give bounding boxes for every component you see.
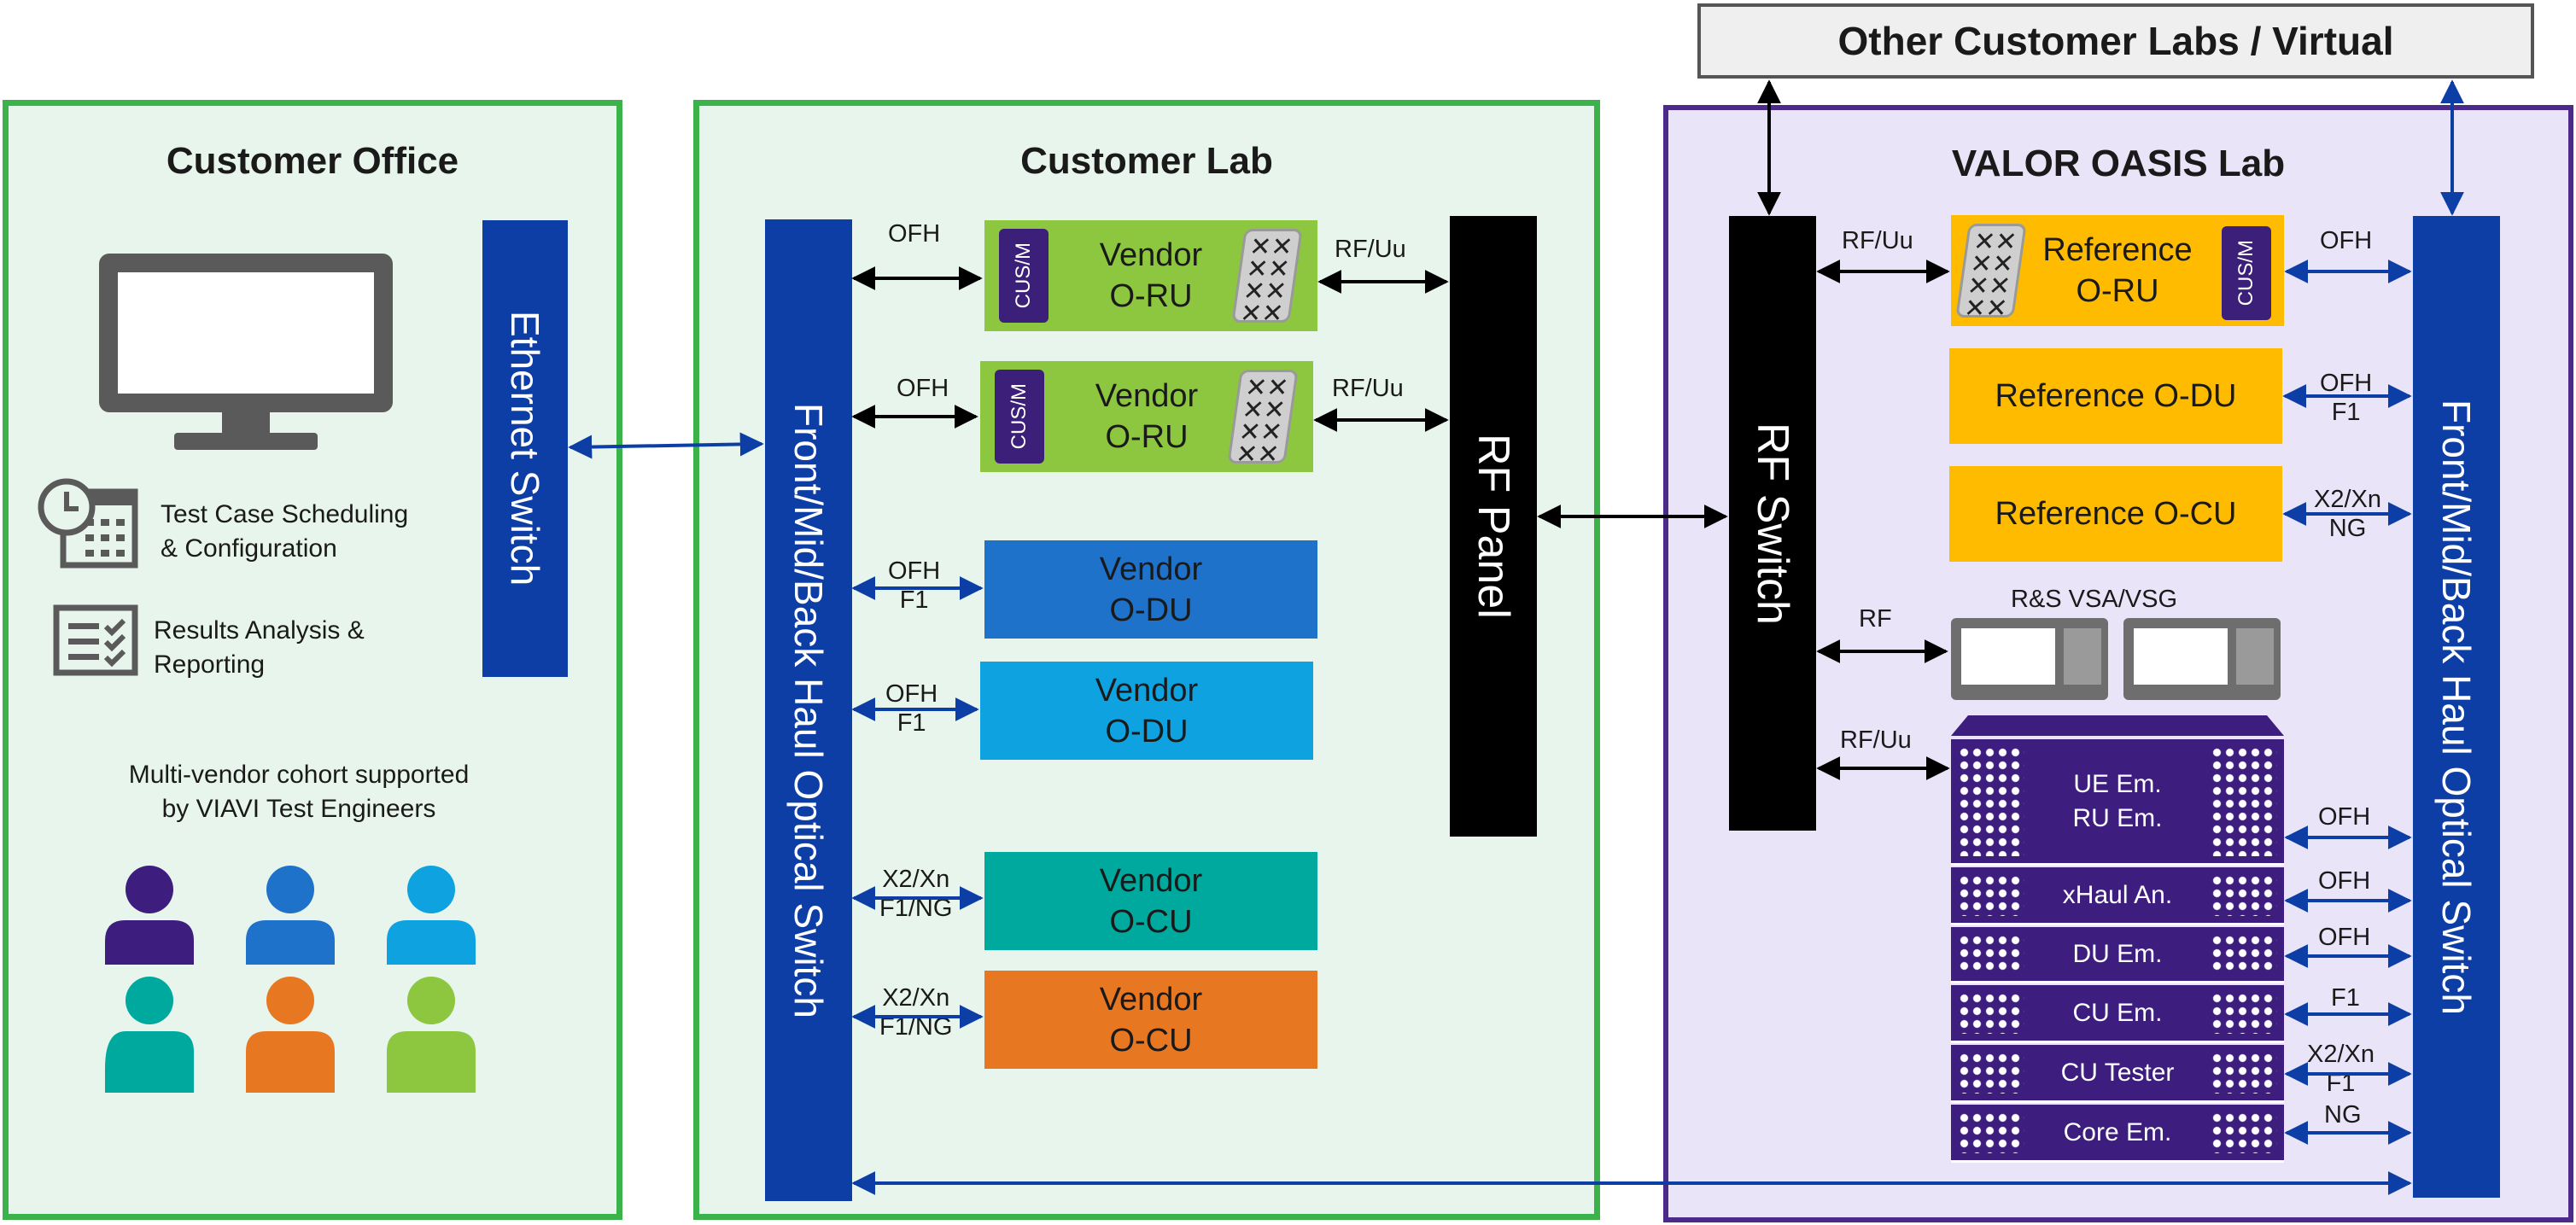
- link-label-rfuu: RF/Uu: [1840, 726, 1912, 754]
- vendor-ocu-1: Vendor O-CU: [984, 852, 1317, 950]
- vendor-oru-label: Vendor O-RU: [1099, 237, 1203, 314]
- cusm-badge: CUS/M: [995, 370, 1044, 464]
- feature-scheduling: Test Case Scheduling & Configuration: [161, 500, 409, 563]
- feature-results: Results Analysis & Reporting: [154, 616, 365, 679]
- rack-item-xhaul: xHaul An.: [1951, 867, 2284, 925]
- rf-panel: RF Panel: [1450, 216, 1537, 837]
- person-icon: [105, 866, 194, 965]
- person-icon: [246, 866, 335, 965]
- rack-item-label: Core Em.: [2063, 1117, 2172, 1146]
- rack-item-core-em: Core Em.: [1951, 1105, 2284, 1163]
- people-group: [98, 864, 499, 1094]
- reference-odu: Reference O-DU: [1949, 348, 2282, 444]
- ethernet-switch: Ethernet Switch: [482, 220, 568, 677]
- link-label-rfuu: RF/Uu: [1332, 375, 1404, 402]
- rf-switch: RF Switch: [1729, 216, 1816, 831]
- panel-title: Customer Lab: [1020, 140, 1273, 182]
- vendor-odu-1: Vendor O-DU: [984, 540, 1317, 639]
- monitor-icon: [96, 250, 396, 455]
- other-labs-box: Other Customer Labs / Virtual: [1697, 3, 2534, 79]
- link-label-rf: RF: [1859, 605, 1892, 633]
- rack-item-label: UE Em. RU Em.: [2072, 769, 2163, 832]
- link-label-ofh: OFH: [897, 375, 949, 402]
- rack-item-label: CU Em.: [2072, 998, 2163, 1027]
- link-label-rfuu: RF/Uu: [1842, 227, 1913, 254]
- oasis-optical-switch-label: Front/Mid/Back Haul Optical Switch: [2434, 399, 2479, 1015]
- reference-ocu: Reference O-CU: [1949, 466, 2282, 562]
- rack-item-cu-em: CU Em.: [1951, 985, 2284, 1043]
- ethernet-switch-label: Ethernet Switch: [503, 311, 547, 586]
- lab-optical-switch-label: Front/Mid/Back Haul Optical Switch: [786, 402, 831, 1018]
- link-label-rfuu: RF/Uu: [1335, 236, 1406, 263]
- cohort-text: Multi-vendor cohort supported by VIAVI T…: [128, 761, 470, 823]
- vendor-odu-2: Vendor O-DU: [980, 662, 1313, 760]
- rack-item-ue-em: UE Em. RU Em.: [1951, 739, 2284, 866]
- panel-title: VALOR OASIS Lab: [1951, 143, 2286, 184]
- link-label-ofh: OFH: [888, 220, 941, 248]
- rf-panel-label: RF Panel: [1469, 434, 1518, 619]
- rack-item-label: DU Em.: [2072, 939, 2163, 968]
- person-icon: [105, 977, 194, 1093]
- person-icon: [246, 977, 335, 1093]
- link-arrow: [568, 432, 764, 459]
- vendor-ocu-2: Vendor O-CU: [984, 971, 1317, 1069]
- rack-item-cu-tester: CU Tester: [1951, 1045, 2284, 1103]
- rack-item-label: xHaul An.: [2062, 880, 2173, 909]
- rf-switch-label: RF Switch: [1748, 422, 1797, 625]
- rack-item-label: CU Tester: [2060, 1058, 2175, 1087]
- cusm-badge: CUS/M: [999, 229, 1049, 323]
- signal-analyzer-icon: [1949, 613, 2282, 703]
- reference-oru-label: Reference O-RU: [2042, 232, 2193, 309]
- calendar-clock-icon: [38, 478, 140, 570]
- checklist-icon: [53, 604, 138, 676]
- oasis-optical-switch: Front/Mid/Back Haul Optical Switch: [2413, 216, 2500, 1198]
- vendor-oru-label: Vendor O-RU: [1095, 378, 1199, 455]
- vsa-label: R&S VSA/VSG: [2011, 586, 2178, 613]
- link-label-ofh: OFH: [2320, 227, 2373, 254]
- rack-top-cap: [1951, 715, 2284, 736]
- person-icon: [387, 866, 476, 965]
- cusm-badge: CUS/M: [2222, 226, 2271, 320]
- person-icon: [387, 977, 476, 1093]
- panel-title: Customer Office: [166, 140, 459, 182]
- lab-optical-switch: Front/Mid/Back Haul Optical Switch: [765, 219, 852, 1201]
- rack-item-du-em: DU Em.: [1951, 927, 2284, 983]
